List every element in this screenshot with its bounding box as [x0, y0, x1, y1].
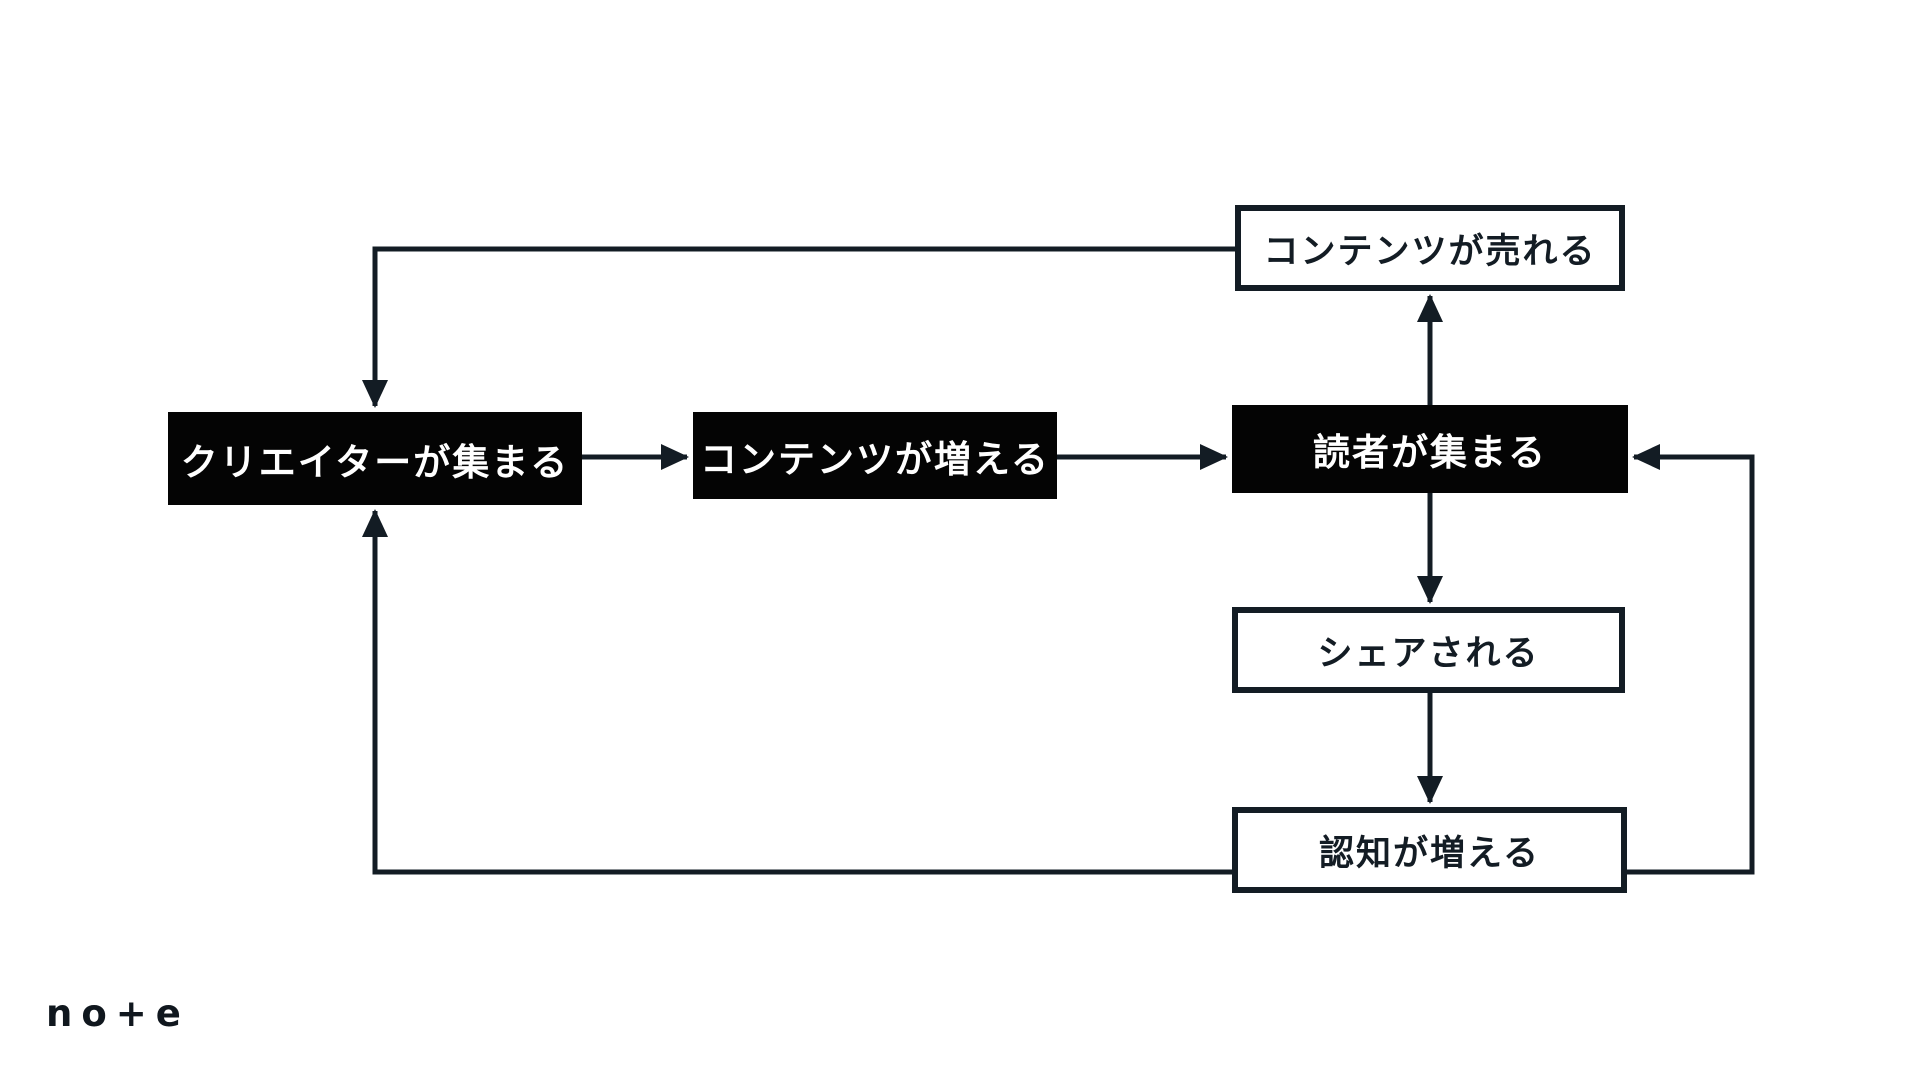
- node-gets-shared-label: シェアされる: [1317, 633, 1540, 674]
- node-creators-gather: クリエイターが集まる: [168, 412, 582, 505]
- edge-awareness-to-readers-loop-arrow: [1625, 444, 1755, 875]
- node-content-sells: コンテンツが売れる: [1235, 205, 1625, 291]
- edge-awareness-to-creators-loop-arrow: [362, 509, 1232, 875]
- node-readers-gather: 読者が集まる: [1232, 405, 1628, 493]
- note-logo: no+e: [46, 992, 190, 1035]
- node-content-grows-label: コンテンツが増える: [700, 437, 1050, 481]
- edge-sells-to-creators-loop-arrow: [362, 246, 1237, 408]
- node-awareness-grows-label: 認知が増える: [1319, 833, 1540, 874]
- node-content-grows: コンテンツが増える: [693, 412, 1057, 499]
- node-gets-shared: シェアされる: [1232, 607, 1625, 693]
- node-content-sells-label: コンテンツが売れる: [1263, 231, 1597, 272]
- node-creators-gather-label: クリエイターが集まる: [180, 440, 570, 484]
- node-readers-gather-label: 読者が集まる: [1313, 431, 1547, 474]
- node-awareness-grows: 認知が増える: [1232, 807, 1627, 893]
